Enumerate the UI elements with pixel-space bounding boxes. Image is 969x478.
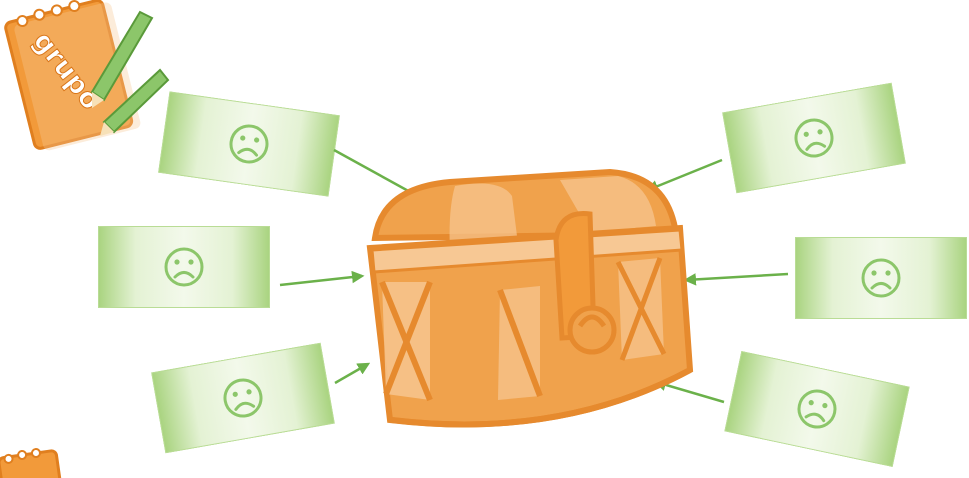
arrow-icon [686,274,788,280]
treasure-chest-icon [370,172,690,424]
arrow-icon [335,364,368,383]
arrow-icon [648,160,722,190]
notebook-icon [0,446,61,478]
arrow-icon [280,276,362,285]
